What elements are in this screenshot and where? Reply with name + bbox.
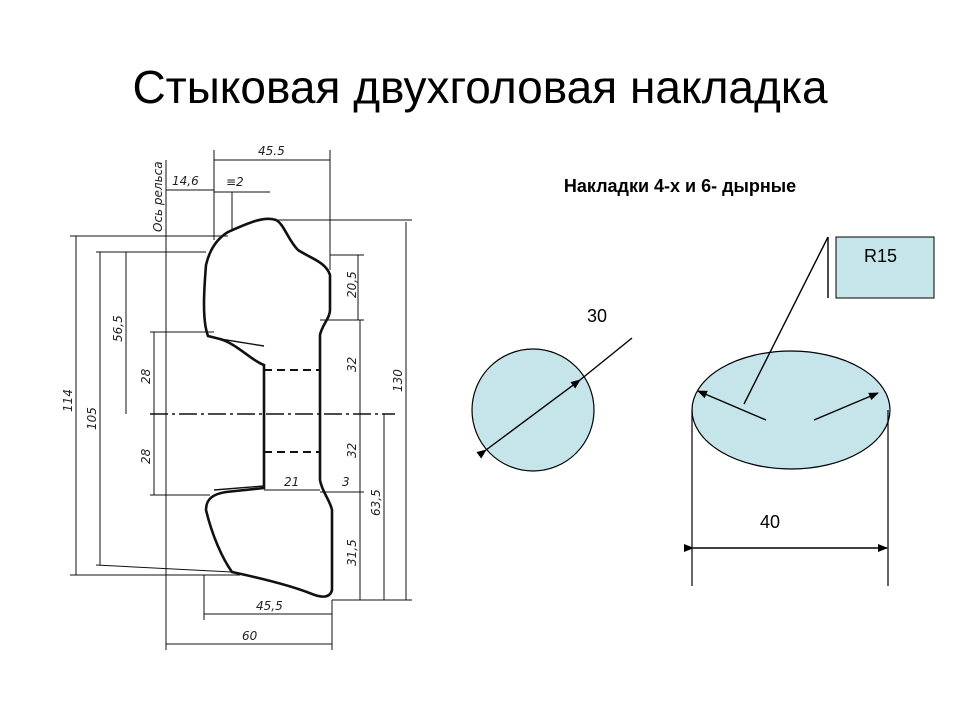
dim-114: 114 xyxy=(61,389,75,412)
round-hole-leader xyxy=(579,337,633,381)
oval-radius-callout-box xyxy=(835,236,935,299)
round-hole-shape xyxy=(471,348,595,472)
dim-32-top: 32 xyxy=(345,357,359,372)
oval-radius-leader xyxy=(743,236,829,405)
dim-45-5: 45,5 xyxy=(256,599,283,613)
dim-130: 130 xyxy=(391,369,405,392)
dim-63-5: 63,5 xyxy=(369,489,383,516)
dimension-lines xyxy=(70,150,412,650)
oval-radius-arrow-left xyxy=(697,390,767,421)
round-hole-diameter-line xyxy=(476,379,581,459)
dim-32-bottom: 32 xyxy=(345,443,359,458)
dim-3: 3 xyxy=(342,475,350,489)
dim-hatch: ≡2 xyxy=(226,175,244,189)
oval-width-label: 40 xyxy=(760,512,780,532)
holes-subtitle: Накладки 4-х и 6- дырные xyxy=(563,176,797,196)
dim-31-5: 31,5 xyxy=(345,539,359,566)
rail-axis-label: Ось рельса xyxy=(151,161,165,232)
dim-60: 60 xyxy=(242,629,258,643)
dim-21: 21 xyxy=(284,475,299,489)
oval-hole-shape xyxy=(691,350,891,470)
oval-hole: R15 40 xyxy=(684,236,935,586)
dim-20-5: 20,5 xyxy=(345,271,359,298)
dim-14-6: 14,6 xyxy=(172,174,199,188)
dim-105: 105 xyxy=(85,407,99,430)
profile-inner-line xyxy=(213,337,265,491)
profile-contour xyxy=(202,217,334,598)
dim-28-bottom: 28 xyxy=(139,448,153,464)
dim-56-5: 56,5 xyxy=(111,315,125,342)
round-hole-diameter-label: 30 xyxy=(587,306,607,326)
oval-radius-label: R15 xyxy=(864,246,897,266)
oval-radius-arrow-right xyxy=(813,392,879,421)
round-hole: 30 xyxy=(471,306,633,472)
dim-top-width: 45.5 xyxy=(258,144,285,158)
dim-28-top: 28 xyxy=(139,368,153,384)
fishplate-profile: Ось рельса 45.5 14,6 ≡2 114 105 56,5 28 … xyxy=(61,144,412,650)
slide-title: Стыковая двухголовая накладка xyxy=(132,61,828,113)
